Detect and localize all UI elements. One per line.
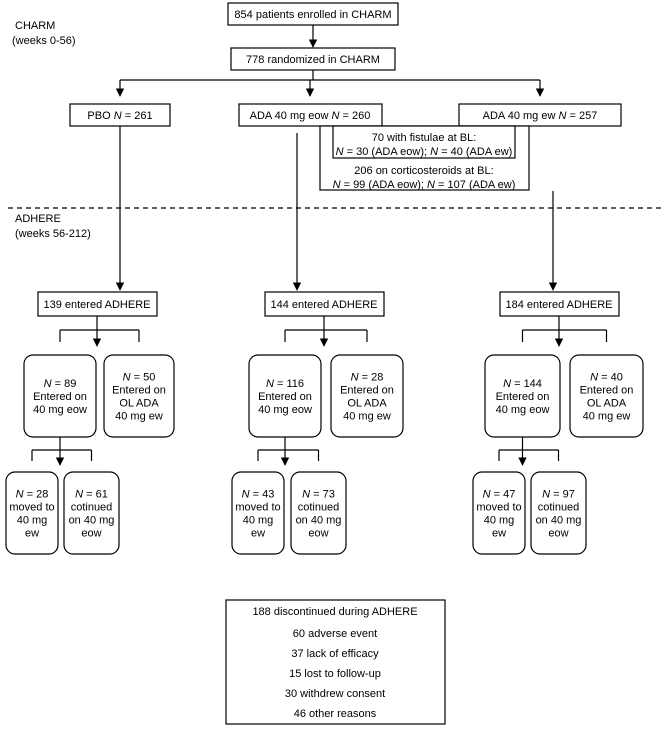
fistulae-box: [332, 125, 516, 159]
discontinued-reason: 46 other reasons: [294, 708, 377, 720]
phase-label-charm: CHARM(weeks 0-56): [12, 20, 76, 47]
enrolled-label: 854 patients enrolled in CHARM: [234, 9, 391, 21]
arm-label-eow: ADA 40 mg eow N = 260: [250, 110, 371, 122]
discontinued-reason: 37 lack of efficacy: [291, 648, 379, 660]
discontinued-reason: 30 withdrew consent: [285, 688, 385, 700]
phase-label-adhere: ADHERE(weeks 56-212): [15, 213, 91, 240]
sub-box-entered-ol: [569, 354, 644, 438]
discontinued-reason: 60 adverse event: [293, 628, 377, 640]
corticosteroids-text: 206 on corticosteroids at BL:N = 99 (ADA…: [333, 165, 516, 191]
fistulae-text: 70 with fistulae at BL:N = 30 (ADA eow);…: [336, 132, 513, 158]
arm-box-eow: [238, 103, 383, 127]
arm-label-ew: ADA 40 mg ew N = 257: [483, 110, 598, 122]
discontinued-box: [225, 599, 446, 725]
adhere-entry-label-eow: 144 entered ADHERE: [270, 299, 377, 311]
outcome-box-continued: [530, 471, 587, 555]
discontinued-reason: 15 lost to follow-up: [289, 668, 381, 680]
adhere-entry-label-ew: 184 entered ADHERE: [505, 299, 612, 311]
randomized-label: 778 randomized in CHARM: [246, 54, 380, 66]
outcome-box-moved: [231, 471, 285, 555]
arm-label-pbo: PBO N = 261: [87, 110, 152, 122]
outcome-box-moved: [5, 471, 59, 555]
outcome-box-continued: [63, 471, 120, 555]
adhere-entry-box-pbo: [37, 291, 158, 317]
adhere-entry-label-pbo: 139 entered ADHERE: [43, 299, 150, 311]
arm-box-ew: [458, 103, 622, 127]
discontinued-title: 188 discontinued during ADHERE: [252, 606, 417, 618]
outcome-box-continued: [290, 471, 347, 555]
outcome-box-moved: [472, 471, 526, 555]
sub-box-entered-ol: [103, 354, 175, 438]
adhere-entry-box-eow: [264, 291, 385, 317]
sub-box-entered-ol: [330, 354, 404, 438]
